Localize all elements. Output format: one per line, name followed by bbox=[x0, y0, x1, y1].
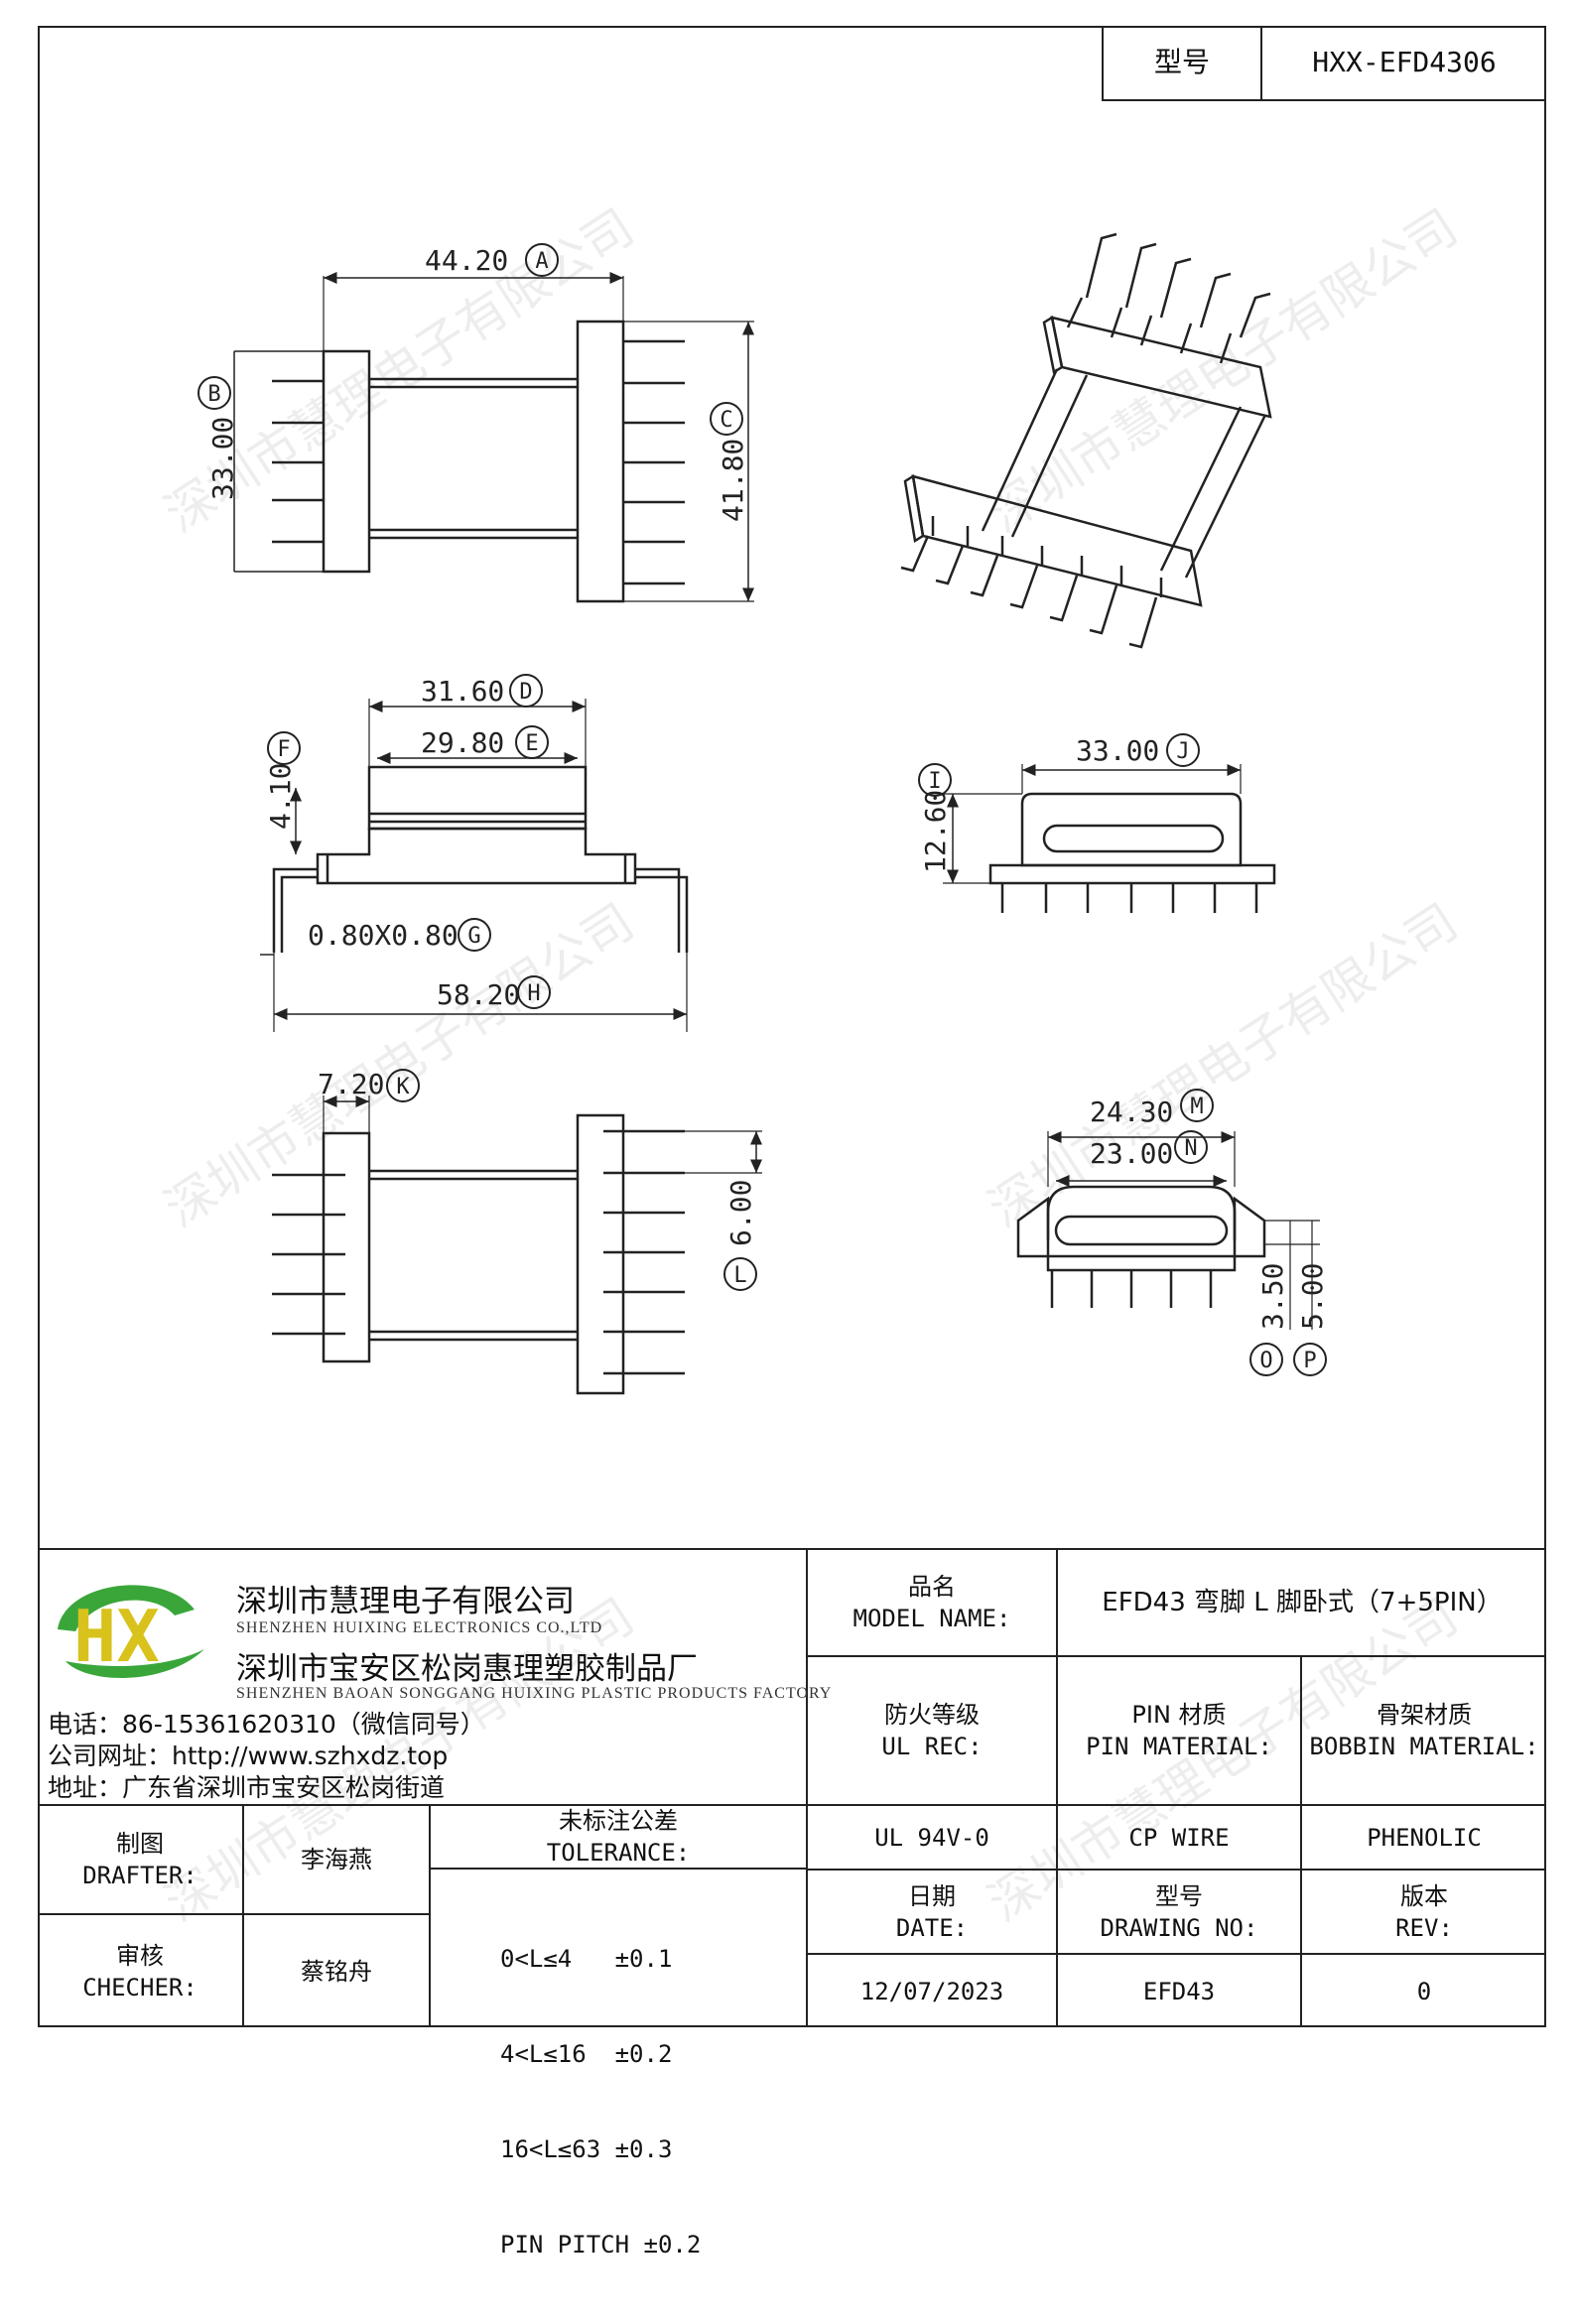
dim-p-value: 5.00 bbox=[1296, 1263, 1329, 1330]
dim-i-ref: I bbox=[928, 769, 941, 794]
drawing-no-value: EFD43 bbox=[1142, 1977, 1216, 2005]
dim-o-value: 3.50 bbox=[1256, 1263, 1289, 1330]
title-block: HX 深圳市慧理电子有限公司 SHENZHEN HUIXING ELECTRON… bbox=[38, 1548, 1546, 2259]
drawing-no-label: 型号 DRAWING NO: bbox=[1058, 1871, 1300, 1953]
technical-drawing: 44.20 33.00 41.80 31.60 29.80 4.10 0.80X… bbox=[197, 232, 1329, 1395]
dim-n-value: 23.00 bbox=[1090, 1137, 1173, 1170]
rev-value: 0 bbox=[1416, 1977, 1432, 2005]
dim-h-value: 58.20 bbox=[437, 978, 520, 1011]
ul-rec-label-en: UL REC: bbox=[881, 1733, 983, 1760]
tolerance-label: 未标注公差 TOLERANCE: bbox=[431, 1806, 806, 1868]
model-name-label-en: MODEL NAME: bbox=[853, 1605, 1011, 1632]
bobbin-material-label: 骨架材质 BOBBIN MATERIAL: bbox=[1302, 1657, 1546, 1804]
dim-j-value: 33.00 bbox=[1076, 734, 1159, 767]
dim-e-ref: E bbox=[525, 731, 538, 756]
dim-i-value: 12.60 bbox=[919, 790, 952, 873]
drafter-label: 制图 DRAFTER: bbox=[38, 1806, 242, 1913]
bobbin-material-value: PHENOLIC bbox=[1367, 1823, 1482, 1852]
dim-b-value: 33.00 bbox=[206, 417, 239, 500]
ul-rec-label-cn: 防火等级 bbox=[884, 1701, 980, 1729]
rev-label-en: REV: bbox=[1395, 1913, 1453, 1942]
drawing-sheet bbox=[38, 26, 1546, 2027]
top-view bbox=[233, 272, 754, 603]
tolerance-row: PIN PITCH ±0.2 bbox=[500, 2231, 702, 2259]
drawing-no-label-en: DRAWING NO: bbox=[1100, 1913, 1258, 1942]
drawing-no-label-cn: 型号 bbox=[1155, 1881, 1203, 1910]
company-name-cn: 深圳市慧理电子有限公司 bbox=[236, 1584, 575, 1619]
model-header-value: HXX-EFD4306 bbox=[1312, 46, 1497, 78]
checker-label: 审核 CHECHER: bbox=[38, 1915, 242, 2027]
pin-material-value: CP WIRE bbox=[1128, 1823, 1230, 1852]
tolerance-row: 16<L≤63 ±0.3 bbox=[500, 2135, 673, 2163]
tolerance-list: 0<L≤4 ±0.1 4<L≤16 ±0.2 16<L≤63 ±0.3 PIN … bbox=[500, 1879, 701, 2324]
tolerance-row: 0<L≤4 ±0.1 bbox=[500, 1945, 673, 1973]
date-label-cn: 日期 bbox=[908, 1881, 956, 1910]
dim-g-ref: G bbox=[467, 924, 480, 949]
end-view bbox=[1016, 1131, 1320, 1330]
dim-k-value: 7.20 bbox=[318, 1068, 384, 1100]
model-name-label: 品名 MODEL NAME: bbox=[808, 1550, 1056, 1655]
bobbin-material-label-en: BOBBIN MATERIAL: bbox=[1309, 1733, 1539, 1760]
model-header-label: 型号 bbox=[1104, 26, 1262, 99]
checker-label-cn: 审核 bbox=[116, 1941, 164, 1970]
bobbin-material-label-cn: 骨架材质 bbox=[1377, 1701, 1472, 1729]
ul-rec-value: UL 94V-0 bbox=[874, 1823, 989, 1852]
dim-e-value: 29.80 bbox=[421, 726, 504, 759]
front-view bbox=[260, 699, 689, 1032]
drafter-label-en: DRAFTER: bbox=[82, 1862, 197, 1889]
tolerance-label-en: TOLERANCE: bbox=[546, 1839, 691, 1867]
date-label-en: DATE: bbox=[895, 1913, 969, 1942]
dim-k-ref: K bbox=[396, 1075, 410, 1099]
dim-n-ref: N bbox=[1184, 1136, 1197, 1161]
company-name-en: SHENZHEN HUIXING ELECTRONICS CO.,LTD bbox=[236, 1619, 603, 1636]
dim-p-ref: P bbox=[1303, 1349, 1316, 1373]
tolerance-row: 4<L≤16 ±0.2 bbox=[500, 2040, 673, 2068]
model-name-label-cn: 品名 bbox=[908, 1573, 956, 1601]
dim-l-ref: L bbox=[733, 1263, 746, 1288]
dim-a-value: 44.20 bbox=[425, 244, 508, 277]
factory-name-en: SHENZHEN BAOAN SONGGANG HUIXING PLASTIC … bbox=[236, 1685, 833, 1702]
pin-material-label: PIN 材质 PIN MATERIAL: bbox=[1058, 1657, 1300, 1804]
dim-j-ref: J bbox=[1176, 739, 1189, 764]
tolerance-label-cn: 未标注公差 bbox=[559, 1807, 678, 1835]
side-view bbox=[943, 764, 1276, 913]
model-header: 型号 HXX-EFD4306 bbox=[1102, 26, 1546, 101]
date-label: 日期 DATE: bbox=[808, 1871, 1056, 1953]
company-phone: 电话：86-15361620310（微信同号） bbox=[48, 1710, 485, 1739]
dim-d-value: 31.60 bbox=[421, 675, 504, 708]
dim-c-value: 41.80 bbox=[717, 439, 749, 522]
dim-c-ref: C bbox=[720, 408, 732, 433]
checker-label-en: CHECHER: bbox=[82, 1973, 197, 2001]
pin-material-label-en: PIN MATERIAL: bbox=[1086, 1733, 1272, 1760]
dim-f-value: 4.10 bbox=[264, 763, 297, 830]
checker-value: 蔡铭舟 bbox=[301, 1957, 372, 1986]
logo-text: HX bbox=[73, 1595, 160, 1678]
factory-name-cn: 深圳市宝安区松岗惠理塑胶制品厂 bbox=[236, 1651, 698, 1687]
dim-l-value: 6.00 bbox=[724, 1180, 757, 1246]
model-name-value: EFD43 弯脚 L 脚卧式（7+5PIN） bbox=[1102, 1588, 1503, 1617]
pin-material-label-cn: PIN 材质 bbox=[1131, 1701, 1227, 1729]
company-address: 地址：广东省深圳市宝安区松岗街道 bbox=[48, 1773, 446, 1802]
dim-m-ref: M bbox=[1190, 1095, 1203, 1119]
dim-a-ref: A bbox=[535, 249, 548, 274]
dim-b-ref: B bbox=[207, 382, 220, 407]
dim-h-ref: H bbox=[527, 981, 540, 1006]
dim-d-ref: D bbox=[519, 680, 532, 705]
drafter-value: 李海燕 bbox=[301, 1846, 372, 1873]
dim-o-ref: O bbox=[1259, 1349, 1272, 1373]
rev-label-cn: 版本 bbox=[1400, 1881, 1448, 1910]
isometric-view bbox=[900, 232, 1272, 649]
company-website: 公司网址：http://www.szhxdz.top bbox=[48, 1742, 449, 1770]
rev-label: 版本 REV: bbox=[1302, 1871, 1546, 1953]
dim-m-value: 24.30 bbox=[1090, 1096, 1173, 1128]
company-logo: HX bbox=[58, 1585, 204, 1679]
bottom-view bbox=[272, 1096, 762, 1395]
date-value: 12/07/2023 bbox=[859, 1977, 1004, 2005]
dim-g-value: 0.80X0.80 bbox=[308, 919, 459, 952]
dim-f-ref: F bbox=[277, 737, 290, 762]
ul-rec-label: 防火等级 UL REC: bbox=[808, 1657, 1056, 1804]
drafter-label-cn: 制图 bbox=[116, 1830, 164, 1858]
